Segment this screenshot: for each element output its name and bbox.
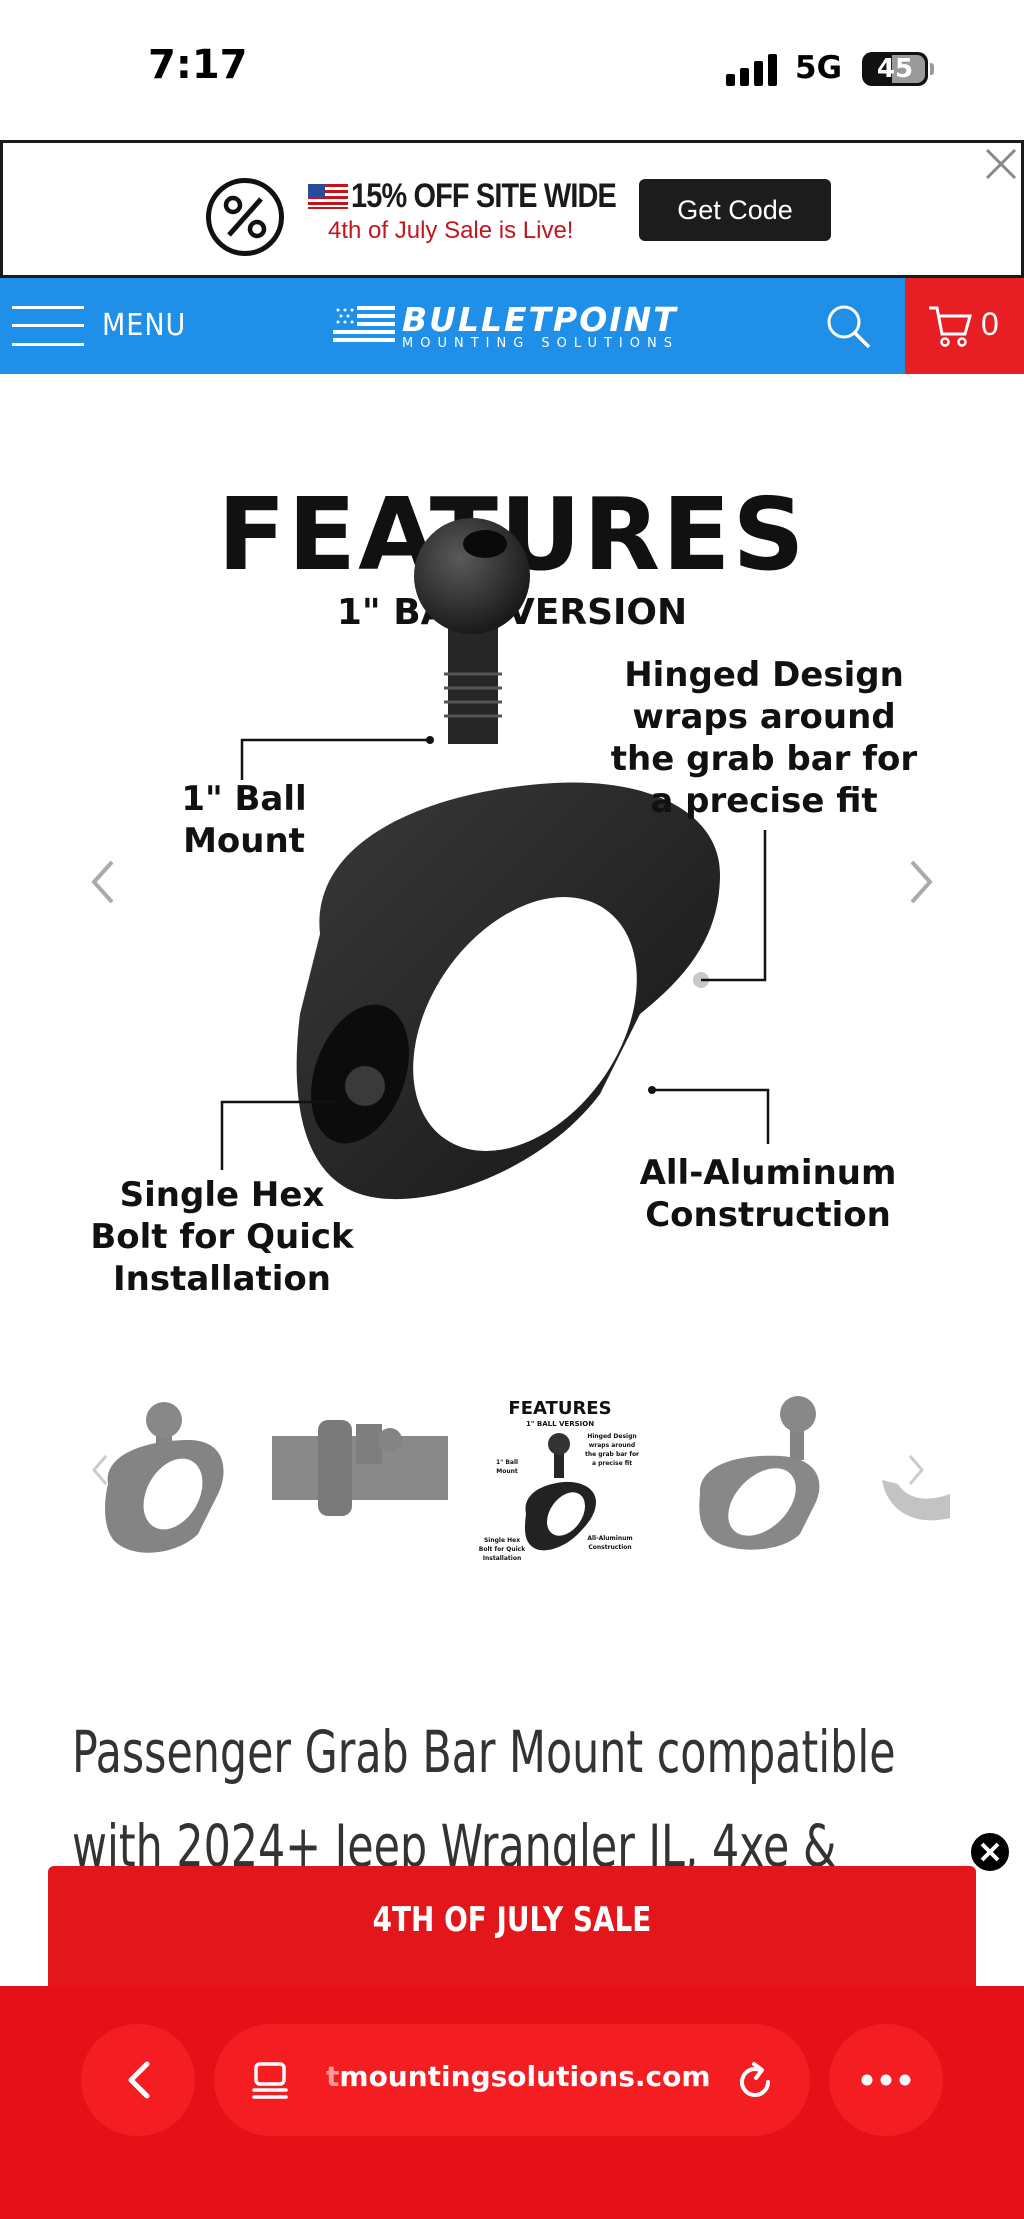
cart-count: 0 xyxy=(981,306,999,342)
browser-more-button[interactable] xyxy=(829,2024,943,2136)
thumb-callout-hinge: Hinged Design wraps around the grab bar … xyxy=(584,1433,640,1467)
close-icon[interactable] xyxy=(983,146,1019,182)
grab-bar-mount-illustration xyxy=(220,518,770,1200)
browser-back-button[interactable] xyxy=(81,2024,195,2136)
callout-ball-mount: 1" Ball Mount xyxy=(181,779,307,861)
callout-hinged-design: Hinged Design wraps around the grab bar … xyxy=(610,655,918,821)
browser-toolbar: tmountingsolutions.com xyxy=(0,1986,1024,2219)
promo-subtitle: 4th of July Sale is Live! xyxy=(328,217,574,244)
callout-aluminum: All-Aluminum Construction xyxy=(639,1153,897,1235)
chevron-left-icon xyxy=(128,2061,150,2099)
callout-hex-bolt: Single Hex Bolt for Quick Installation xyxy=(90,1175,354,1299)
battery-cap xyxy=(930,63,934,75)
search-icon[interactable] xyxy=(824,302,872,350)
thumb-features-title: FEATURES xyxy=(508,1398,612,1419)
more-icon xyxy=(861,2074,911,2086)
address-bar[interactable]: tmountingsolutions.com xyxy=(214,2024,810,2136)
chevron-left-icon[interactable] xyxy=(84,852,124,912)
status-time: 7:17 xyxy=(148,42,248,88)
brand-tagline: MOUNTING SOLUTIONS xyxy=(402,336,679,351)
page-settings-icon[interactable] xyxy=(250,2060,290,2100)
cart-icon xyxy=(929,306,972,347)
percent-icon xyxy=(206,178,284,256)
reload-icon[interactable] xyxy=(734,2060,776,2102)
network-type: 5G xyxy=(795,50,843,86)
status-bar: 7:17 5G 45 xyxy=(0,0,1024,140)
product-image-main[interactable]: FEATURES 1" BALL VERSION xyxy=(0,374,1024,1334)
us-flag-icon xyxy=(308,184,348,209)
logo-flag-icon xyxy=(333,306,395,342)
thumbnail-carousel: FEATURES 1" BALL VERSION 1" Ball Mount H… xyxy=(0,1384,1024,1574)
thumb-chevron-right-icon[interactable] xyxy=(904,1450,928,1490)
thumb-callout-ball: 1" Ball Mount xyxy=(495,1459,519,1475)
thumbnail-2[interactable] xyxy=(272,1384,448,1574)
thumbnail-5[interactable] xyxy=(878,1384,950,1574)
chevron-right-icon[interactable] xyxy=(900,852,940,912)
thumb-callout-bolt: Single Hex Bolt for Quick Installation xyxy=(478,1537,526,1562)
promo-title: 15% OFF SITE WIDE xyxy=(351,177,617,215)
thumbnail-3-active[interactable]: FEATURES 1" BALL VERSION 1" Ball Mount H… xyxy=(472,1384,648,1574)
battery-level: 45 xyxy=(876,54,914,84)
url-text: tmountingsolutions.com xyxy=(326,2060,711,2093)
sale-close-button[interactable] xyxy=(968,1830,1012,1874)
close-icon xyxy=(980,1842,1000,1862)
url-domain: mountingsolutions.com xyxy=(339,2060,711,2093)
site-header: MENU BULLETPOINT MOUNTING SOLUTIONS 0 xyxy=(0,278,1024,374)
get-code-button[interactable]: Get Code xyxy=(639,179,831,241)
product-title: Passenger Grab Bar Mount compatible with… xyxy=(72,1718,896,1880)
sale-banner[interactable]: 4TH OF JULY SALE xyxy=(48,1866,976,1986)
cellular-signal-icon xyxy=(726,54,778,86)
url-prefix: t xyxy=(326,2060,340,2093)
thumb-chevron-left-icon[interactable] xyxy=(88,1450,112,1490)
cart-button[interactable]: 0 xyxy=(905,278,1024,374)
thumbnail-1[interactable] xyxy=(78,1384,248,1574)
menu-icon[interactable] xyxy=(12,302,84,350)
menu-label[interactable]: MENU xyxy=(102,308,187,343)
thumb-features-subtitle: 1" BALL VERSION xyxy=(525,1420,595,1428)
promo-banner: 15% OFF SITE WIDE 4th of July Sale is Li… xyxy=(0,140,1024,278)
thumbnail-4[interactable] xyxy=(690,1384,860,1574)
thumb-callout-aluminum: All-Aluminum Construction xyxy=(587,1535,633,1551)
brand-logo[interactable]: BULLETPOINT xyxy=(402,300,678,339)
sale-banner-label: 4TH OF JULY SALE xyxy=(372,1900,652,1940)
battery-icon: 45 xyxy=(862,52,928,86)
